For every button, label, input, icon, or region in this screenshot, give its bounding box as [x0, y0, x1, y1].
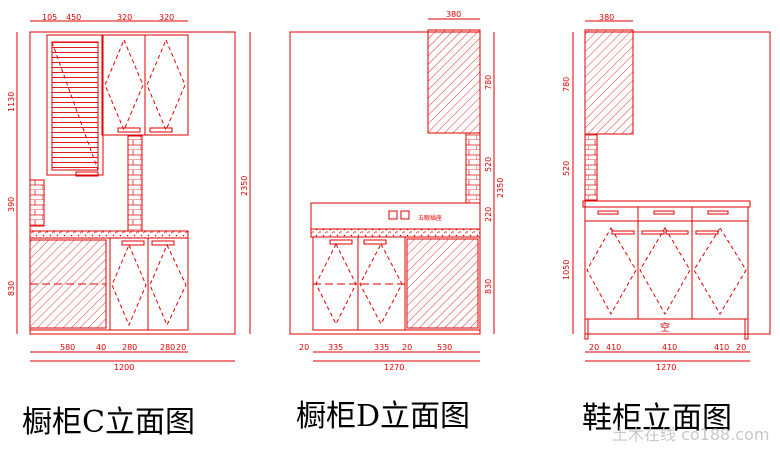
elevation-d-base-side-panel	[406, 238, 479, 329]
shoe-cabinet-bottom-dim-5: 20	[736, 343, 746, 352]
elevation-c-brick-left	[29, 179, 45, 227]
shoe-cabinet-drawer-handle-2	[653, 210, 675, 215]
shoe-cabinet-leg-right	[744, 318, 749, 340]
elevation-d-base-door-left-swing	[315, 242, 357, 326]
elevation-c-total-width: 1200	[114, 363, 134, 372]
elevation-c-upper-door-right-swing	[146, 38, 186, 132]
elevation-d-backsplash	[310, 202, 481, 230]
shoe-cabinet-handle-4	[695, 230, 719, 235]
elevation-d-socket-label: 五眼插座	[418, 214, 442, 222]
elevation-d-right-dim-2: 520	[484, 157, 493, 172]
elevation-d-right-dim-1: 780	[484, 75, 493, 90]
shoe-cabinet-handle-3	[665, 230, 689, 235]
shoe-cabinet-door-middle-swing	[639, 227, 691, 316]
shoe-cabinet-door-section	[584, 220, 749, 320]
elevation-c-base-door-left-swing	[111, 243, 147, 327]
shoe-cabinet-drawer-handle-3	[707, 210, 729, 215]
shoe-cabinet-door-right-swing	[693, 227, 747, 315]
elevation-c-countertop	[29, 230, 189, 239]
elevation-d-caption: 橱柜D立面图	[296, 399, 470, 434]
elevation-c-bottom-dim-3: 280	[122, 343, 137, 352]
elevation-d-bottom-dim-2: 335	[328, 343, 343, 352]
elevation-c-upper-slat-cabinet	[46, 34, 104, 176]
elevation-c-base-handle-right	[151, 240, 175, 246]
shoe-cabinet-upper-cabinet	[584, 29, 634, 135]
elevation-d-overall-height: 2350	[496, 178, 505, 198]
elevation-d-top-dim: 380	[446, 10, 461, 19]
elevation-c-base-door-right-swing	[149, 243, 187, 327]
elevation-c-upper-handle-right	[149, 127, 173, 133]
shoe-cabinet	[572, 20, 771, 362]
elevation-c-bottom-dim-2: 40	[96, 343, 106, 352]
elevation-d-socket-2	[400, 210, 410, 220]
elevation-d-handle-left	[329, 239, 353, 245]
elevation-d-bottom-dim-5: 530	[437, 343, 452, 352]
elevation-c-left-dim-2: 390	[7, 197, 16, 212]
elevation-c-upper-door-left-swing	[104, 38, 144, 132]
elevation-c-left-dim-3: 830	[7, 281, 16, 296]
shoe-cabinet-left-dim-3: 1050	[562, 260, 571, 280]
elevation-c-top-dim-1: 105	[42, 13, 57, 22]
elevation-c-slat-swing	[51, 41, 99, 171]
elevation-d-bottom-dim-4: 20	[402, 343, 412, 352]
elevation-c-top-dim-3: 320	[117, 13, 132, 22]
shoe-cabinet-leg-left	[584, 318, 589, 340]
shoe-cabinet-bottom-dim-4: 410	[714, 343, 729, 352]
elevation-d-right-dim-4: 830	[484, 279, 493, 294]
elevation-c-brick-center	[127, 135, 143, 232]
shoe-cabinet-handle-1	[611, 230, 635, 235]
elevation-d-brick	[465, 132, 481, 204]
elevation-c-upper-handle-left	[117, 127, 141, 133]
elevation-c-bottom-dim-1: 580	[60, 343, 75, 352]
shoe-cabinet-total-width: 1270	[656, 363, 676, 372]
elevation-c-caption: 橱柜C立面图	[22, 405, 195, 440]
elevation-c-bottom-dim-5: 20	[176, 343, 186, 352]
elevation-c-labels: 105 450 320 320 1130 390 830 2350 580 40…	[7, 13, 249, 440]
shoe-cabinet-empty-label: 空	[660, 321, 670, 334]
shoe-cabinet-door-left-swing	[586, 227, 637, 316]
elevation-d-bottom-dim-1: 20	[299, 343, 309, 352]
elevation-d-socket-1	[388, 210, 398, 220]
shoe-cabinet-bottom-dim-2: 410	[606, 343, 621, 352]
shoe-cabinet-labels: 380 780 520 1050 20 410 410 410 20 1270 …	[562, 13, 746, 436]
elevation-c-left-dim-1: 1130	[7, 92, 16, 112]
elevation-c-bottom-dim-4: 280	[160, 343, 175, 352]
elevation-d-bottom-dim-3: 335	[374, 343, 389, 352]
elevation-d-base-door-right-swing	[359, 242, 403, 326]
elevation-c-top-dim-4: 320	[159, 13, 174, 22]
elevation-c-top-dim-2: 450	[66, 13, 81, 22]
elevation-d-upper-cabinet	[427, 29, 481, 134]
shoe-cabinet-left-dim-2: 520	[562, 161, 571, 176]
shoe-cabinet-top	[582, 200, 751, 208]
elevation-d-right-dim-3: 220	[484, 207, 493, 222]
watermark: 土木在线 co188.com	[612, 425, 769, 444]
shoe-cabinet-top-dim: 380	[599, 13, 614, 22]
shoe-cabinet-bottom-dim-3: 410	[662, 343, 677, 352]
shoe-cabinet-handle-2	[641, 230, 665, 235]
shoe-cabinet-left-dim-1: 780	[562, 77, 571, 92]
elevation-d-handle-right	[363, 239, 387, 245]
shoe-cabinet-drawer-handle-1	[597, 210, 619, 215]
elevation-d-total-width: 1270	[384, 363, 404, 372]
shoe-cabinet-brick	[584, 133, 598, 201]
elevation-c	[16, 20, 251, 362]
elevation-c-right-dim: 2350	[240, 176, 249, 196]
elevation-d-labels: 380 780 520 220 830 2350 20 335 335 20 5…	[296, 10, 505, 434]
shoe-cabinet-caption: 鞋柜立面图	[582, 401, 732, 436]
elevation-c-slat-handle	[75, 171, 99, 177]
elevation-d-countertop	[310, 228, 481, 238]
elevation-d	[289, 18, 495, 362]
shoe-cabinet-bottom-dim-1: 20	[589, 343, 599, 352]
elevation-c-base-handle-left	[121, 240, 145, 246]
